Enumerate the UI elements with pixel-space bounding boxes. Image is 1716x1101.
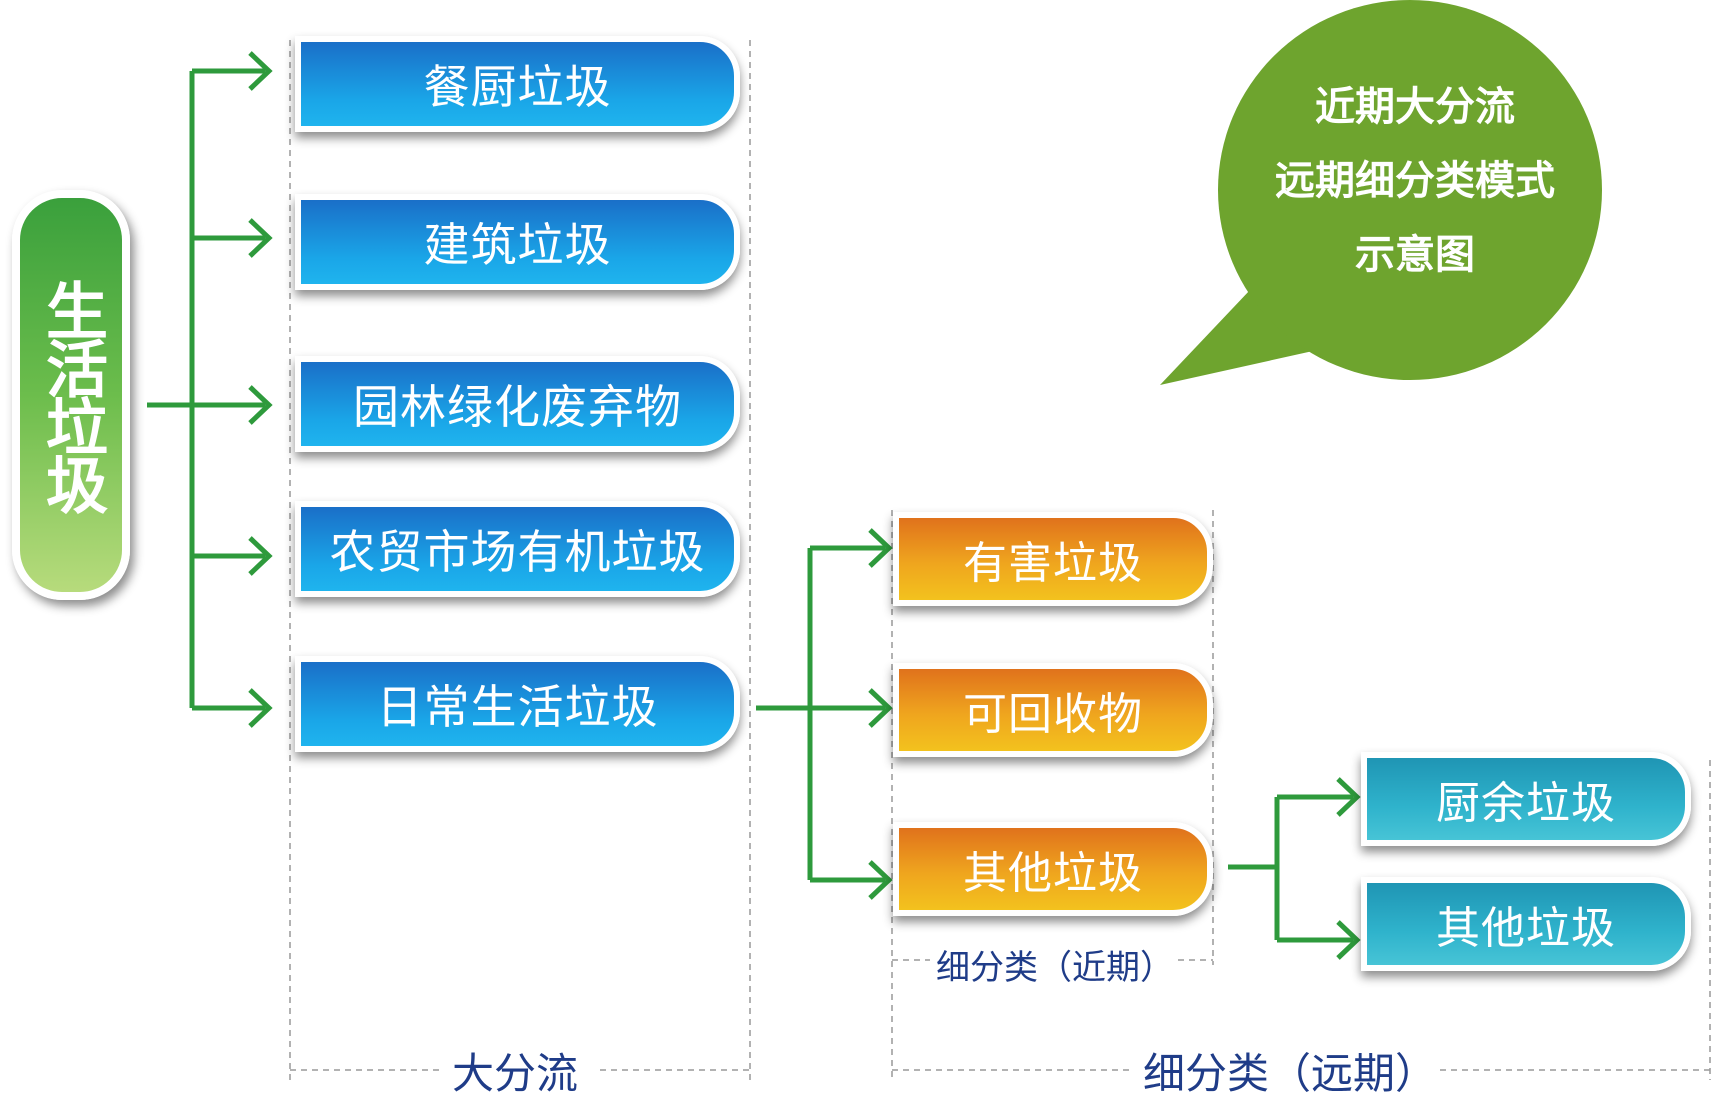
l1-node-3: 园林绿化废弃物 [295, 356, 740, 452]
arrowhead-l3-1 [1336, 777, 1361, 817]
speech-bubble-tail [1160, 290, 1340, 385]
caption-level2: 细分类（近期） [936, 948, 1174, 988]
l2-node-3: 其他垃圾 [893, 822, 1213, 916]
root-node: 生活垃圾 [12, 190, 130, 600]
bubble-line-2: 远期细分类模式 [1275, 158, 1555, 204]
l2-node-label: 可回收物 [963, 689, 1143, 740]
dashed-guides [289, 40, 1711, 1080]
arrowhead-l2-3 [868, 860, 893, 900]
l1-node-label: 园林绿化废弃物 [353, 380, 682, 434]
speech-bubble-body [1218, 0, 1602, 380]
l1-node-label: 建筑垃圾 [423, 218, 612, 272]
connectors [147, 51, 1361, 960]
arrowhead-l1-2 [248, 218, 273, 258]
speech-bubble-text: 近期大分流 远期细分类模式 示意图 [1215, 70, 1615, 292]
l2-node-1: 有害垃圾 [893, 512, 1213, 606]
arrowhead-l1-1 [248, 51, 273, 91]
caption-level3: 细分类（远期） [1143, 1049, 1438, 1098]
l3-node-label: 厨余垃圾 [1436, 778, 1616, 829]
arrowhead-l2-2 [868, 688, 893, 728]
l1-node-5: 日常生活垃圾 [295, 656, 740, 752]
bubble-line-1: 近期大分流 [1315, 84, 1515, 130]
l2-node-2: 可回收物 [893, 663, 1213, 757]
arrowhead-l1-5 [248, 688, 273, 728]
l1-node-label: 日常生活垃圾 [376, 680, 659, 734]
l1-node-label: 餐厨垃圾 [423, 60, 612, 114]
root-label: 生活垃圾 [35, 279, 108, 511]
l1-node-2: 建筑垃圾 [295, 194, 740, 290]
arrowhead-l1-4 [248, 536, 273, 576]
l1-node-1: 餐厨垃圾 [295, 36, 740, 132]
arrowhead-l2-1 [868, 528, 893, 568]
l2-node-label: 其他垃圾 [963, 848, 1143, 899]
l1-node-label: 农贸市场有机垃圾 [329, 525, 706, 579]
l3-node-2: 其他垃圾 [1361, 877, 1691, 971]
speech-bubble [1160, 0, 1602, 385]
l3-node-label: 其他垃圾 [1436, 903, 1616, 954]
arrowhead-l1-3 [248, 385, 273, 425]
l1-node-4: 农贸市场有机垃圾 [295, 501, 740, 597]
caption-level1: 大分流 [452, 1049, 579, 1098]
arrowhead-l3-2 [1336, 920, 1361, 960]
bubble-line-3: 示意图 [1355, 232, 1475, 278]
l3-node-1: 厨余垃圾 [1361, 752, 1691, 846]
l2-node-label: 有害垃圾 [963, 538, 1143, 589]
